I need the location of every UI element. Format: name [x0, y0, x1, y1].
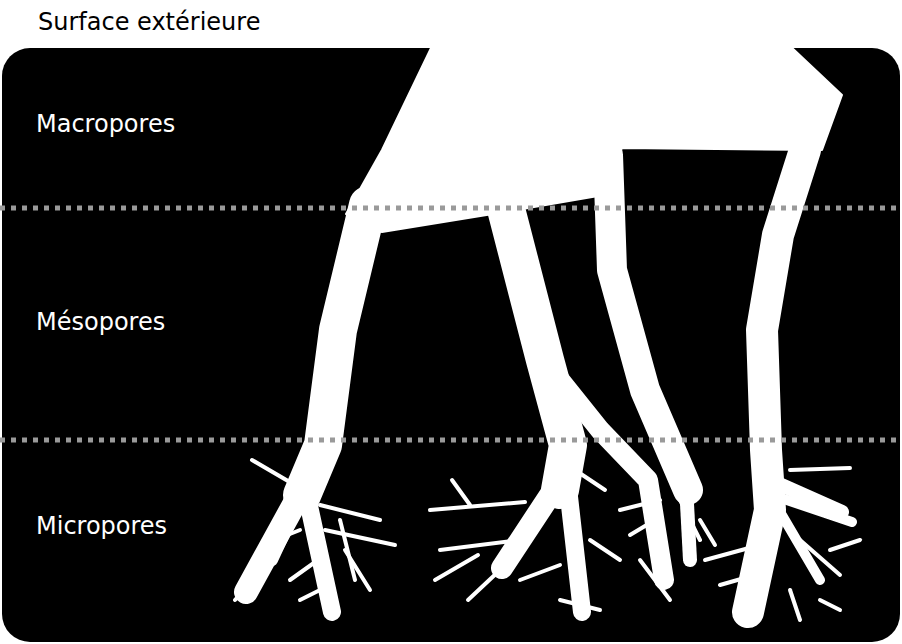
zone-label: Mésopores: [36, 308, 165, 337]
zone-label: Macropores: [36, 110, 175, 139]
pore-network: [235, 46, 860, 620]
zone-label: Micropores: [36, 512, 167, 541]
zone-separator: [0, 208, 902, 440]
surface-label: Surface extérieure: [38, 8, 260, 37]
